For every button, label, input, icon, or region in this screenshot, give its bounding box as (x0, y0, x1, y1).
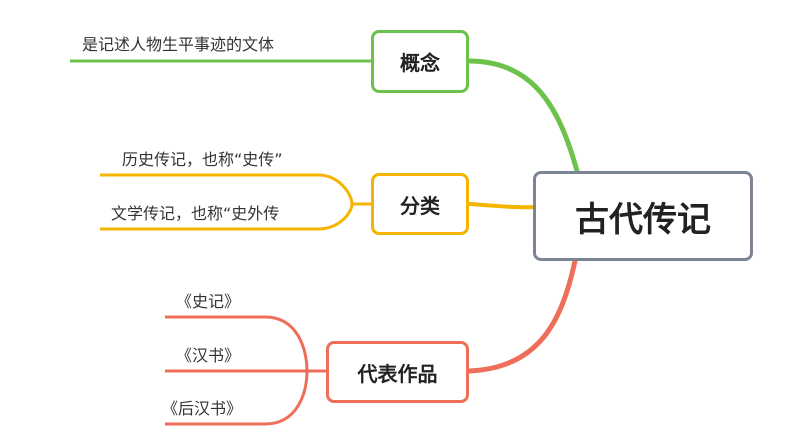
connector-root-works (466, 258, 578, 374)
root-node[interactable]: 古代传记 (533, 171, 753, 261)
branch-concept[interactable]: 概念 (371, 30, 469, 93)
leaf-work-hanshu: 《汉书》 (176, 346, 241, 365)
leaf-category-literary: 文学传记，也称“史外传 (111, 204, 280, 223)
branch-category[interactable]: 分类 (371, 173, 469, 235)
leaf-concept-definition: 是记述人物生平事迹的文体 (82, 35, 275, 54)
connector-category-leaf-2 (100, 203, 354, 231)
connector-root-category (467, 202, 535, 210)
connector-works-leaf-3 (165, 370, 309, 426)
branch-works[interactable]: 代表作品 (326, 341, 469, 403)
connector-root-concept (466, 58, 580, 174)
leaf-category-history: 历史传记，也称“史传” (122, 150, 283, 169)
connector-category-leaf-1 (100, 173, 371, 206)
leaf-work-houhanshu: 《后汉书》 (162, 399, 243, 418)
connector-works-leaf-1 (165, 315, 326, 373)
leaf-work-shiji: 《史记》 (176, 292, 241, 311)
